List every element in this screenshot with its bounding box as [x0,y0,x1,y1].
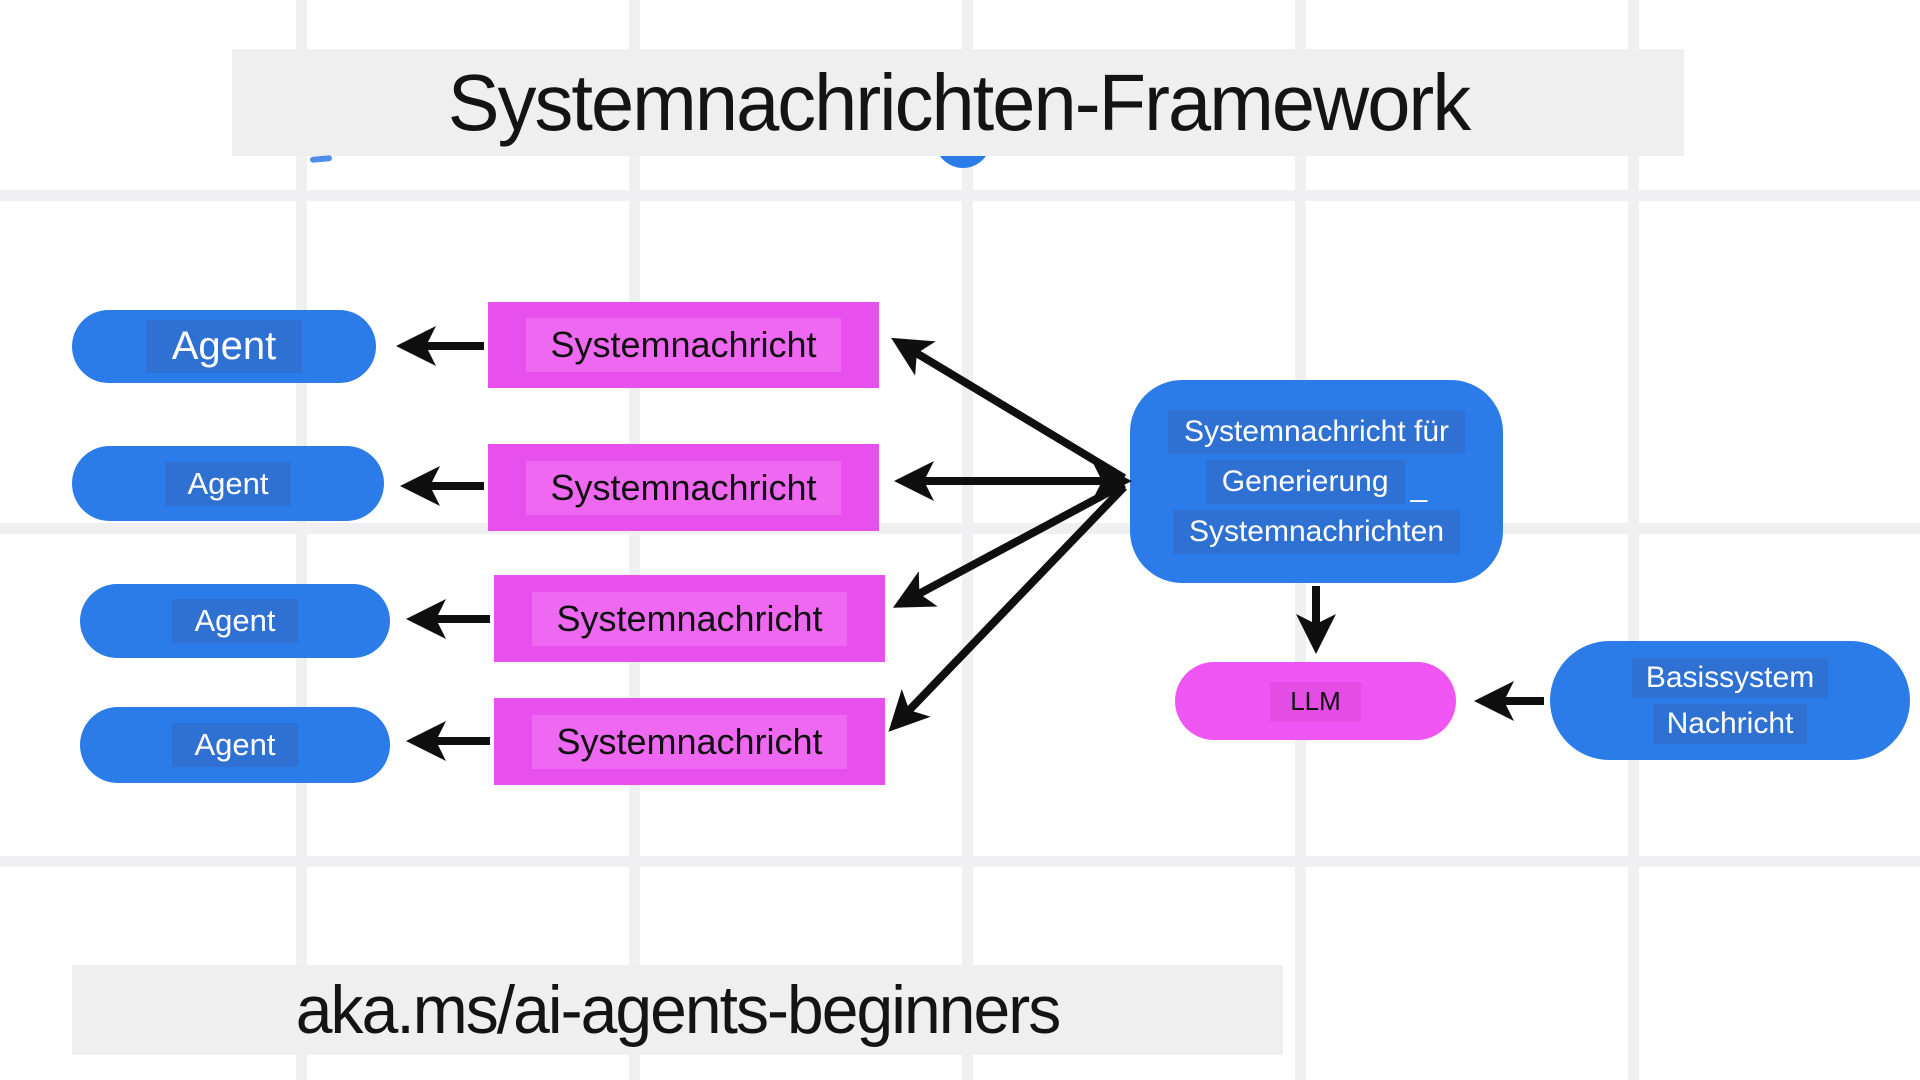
page-title: Systemnachrichten-Framework [447,57,1470,147]
llm-node: LLM [1175,662,1456,740]
generator-line-2-wrap: Generierung _ [1205,459,1428,504]
system-message-node-1: Systemnachricht [488,302,879,388]
blue-dash-decoration [309,155,333,163]
generator-line-3: Systemnachrichten [1172,509,1461,554]
arrow-generator-to-sysmsg-1 [891,337,1127,482]
system-message-node-3: Systemnachricht [494,575,885,662]
agent-node-4: Agent [80,707,390,783]
footer-link-text: aka.ms/ai-agents-beginners [295,972,1061,1048]
agent-node-3: Agent [80,584,390,658]
agent-node-2: Agent [72,446,384,521]
footer-banner: aka.ms/ai-agents-beginners [72,965,1283,1055]
system-message-node-2-label: Systemnachricht [526,460,841,515]
base-system-message-node: Basissystem Nachricht [1550,641,1910,760]
llm-node-label: LLM [1270,681,1361,721]
system-message-node-4-label: Systemnachricht [532,714,847,769]
agent-node-3-label: Agent [172,599,298,643]
generator-line-2: Generierung [1205,459,1405,504]
system-message-node-3-label: Systemnachricht [532,591,847,646]
generator-line-1: Systemnachricht für [1167,409,1466,454]
agent-node-1: Agent [72,310,376,383]
arrow-generator-to-sysmsg-4 [888,484,1127,732]
system-message-node-2: Systemnachricht [488,444,879,531]
agent-node-2-label: Agent [165,461,291,506]
arrow-generator-to-sysmsg-3 [892,480,1126,608]
system-message-node-4: Systemnachricht [494,698,885,785]
agent-node-1-label: Agent [145,320,303,373]
base-message-line-2: Nachricht [1652,703,1808,744]
title-banner: Systemnachrichten-Framework [232,49,1684,156]
system-message-node-1-label: Systemnachricht [526,318,841,372]
system-message-generator-node: Systemnachricht für Generierung _ System… [1130,380,1503,583]
agent-node-4-label: Agent [172,723,298,767]
base-message-line-1: Basissystem [1631,657,1829,698]
generator-stray-mark: _ [1410,469,1428,503]
